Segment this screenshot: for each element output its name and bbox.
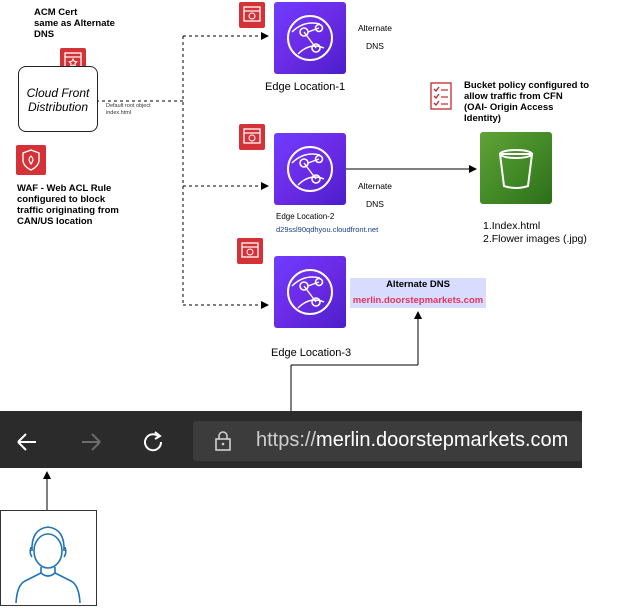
alternate-dns-title: Alternate DNS [386,279,450,290]
edge-location-2-label: Edge Location-2 [276,212,335,221]
edge2-alternate-dns-label: Alternate DNS [357,181,393,209]
waf-icon [16,145,46,175]
bucket-policy-note: Bucket policy configured to allow traffi… [464,80,590,124]
address-bar[interactable] [193,421,582,461]
user-avatar-box [0,510,97,606]
edge-location-3-label: Edge Location-3 [271,347,352,359]
cloudfront-edge-icon [274,2,346,74]
certificate-icon [239,124,265,150]
address-bar-url[interactable]: https://merlin.doorstepmarkets.com [256,429,568,452]
waf-rule-note: WAF - Web ACL Rule configured to block t… [17,183,119,227]
alternate-dns-box [350,278,486,308]
back-arrow-icon[interactable] [14,430,40,454]
lock-icon [214,431,232,451]
certificate-icon [239,2,265,28]
cloudfront-domain-name: d29ssl90qdhyou.cloudfront.net [276,225,379,234]
s3-bucket-icon [480,132,552,204]
url-host: merlin.doorstepmarkets.com [316,429,569,451]
edge-location-1-label: Edge Location-1 [265,81,346,93]
url-scheme: https:// [256,429,317,451]
forward-arrow-icon[interactable] [78,430,104,454]
cloudfront-edge-icon [274,256,346,328]
default-root-object-note: Default root object index.html [106,103,151,116]
cloudfront-edge-icon [274,133,346,205]
certificate-icon [237,238,263,264]
alternate-dns-value: merlin.doorstepmarkets.com [352,295,484,306]
cloudfront-distribution-box [18,66,98,132]
edge1-alternate-dns-label: Alternate DNS [357,23,393,51]
bucket-policy-checklist-icon [430,82,452,110]
refresh-icon[interactable] [140,429,166,455]
s3-contents-list: 1.Index.html 2.Flower images (.jpg) [483,220,587,245]
acm-cert-note: ACM Cert same as Alternate DNS [34,7,115,40]
user-avatar-icon [15,526,81,604]
cloudfront-distribution-label: Cloud Front Distribution [26,86,90,114]
